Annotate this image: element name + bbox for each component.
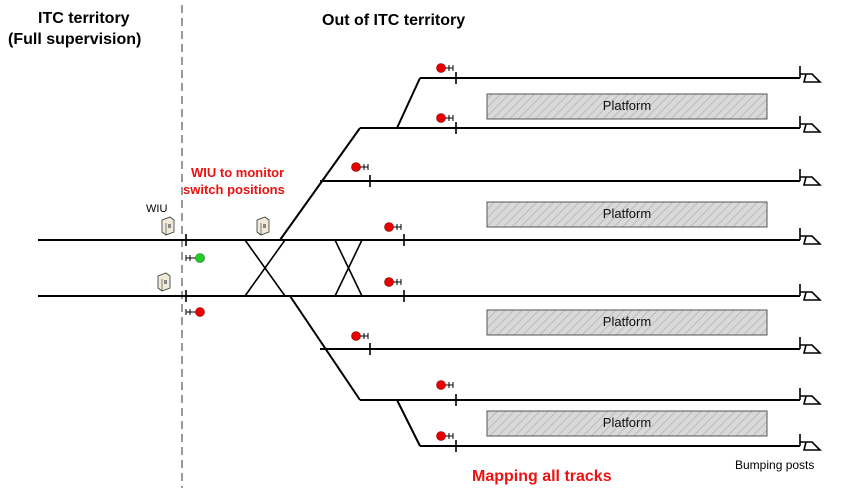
bumping-post-icon [799, 388, 822, 405]
platform-1 [486, 93, 768, 120]
crossover-1b [244, 239, 286, 297]
signal-head-icon [436, 63, 454, 73]
wiu-box-icon [256, 216, 270, 236]
bumping-post-icon [799, 66, 822, 83]
platform-4 [486, 410, 768, 437]
bumping-post-icon [799, 169, 822, 186]
signal-head-icon [351, 162, 369, 172]
wiu-monitor-label-line2: switch positions [183, 182, 285, 197]
branch-diverge-top [396, 77, 421, 129]
signal-head-icon [185, 307, 205, 317]
platform-label-4: Platform [602, 415, 652, 430]
bumping-post-icon [799, 434, 822, 451]
bumping-post-icon [799, 116, 822, 133]
crossover-2b [334, 239, 363, 297]
itc-territory-subtitle: (Full supervision) [8, 31, 142, 48]
itc-territory-title: ITC territory [38, 10, 130, 27]
platform-2 [486, 201, 768, 228]
wiu-small-label: WIU [146, 203, 168, 215]
signal-head-icon [436, 431, 454, 441]
signal-head-icon [436, 113, 454, 123]
mapping-all-tracks-label: Mapping all tracks [472, 468, 612, 485]
bumping-post-icon [799, 337, 822, 354]
bumping-post-icon [799, 228, 822, 245]
bumping-posts-label: Bumping posts [735, 458, 815, 472]
platform-3 [486, 309, 768, 336]
wiu-box-icon [157, 272, 171, 292]
wiu-monitor-label-line1: WIU to monitor [191, 165, 285, 180]
platform-label-2: Platform [602, 206, 652, 221]
branch-diverge-bottom [396, 399, 421, 447]
signal-head-icon [436, 380, 454, 390]
bumping-post-icon [799, 284, 822, 301]
branch-diverge-upper [279, 127, 361, 241]
signal-head-icon [185, 253, 205, 263]
wiu-box-icon [161, 216, 175, 236]
bumpers [799, 66, 822, 451]
signal-head-icon [384, 277, 402, 287]
platform-label-3: Platform [602, 314, 652, 329]
platform-label-1: Platform [602, 98, 652, 113]
signal-head-icon [384, 222, 402, 232]
signals-right [351, 63, 454, 441]
signal-head-icon [351, 331, 369, 341]
out-of-itc-title: Out of ITC territory [322, 12, 466, 29]
